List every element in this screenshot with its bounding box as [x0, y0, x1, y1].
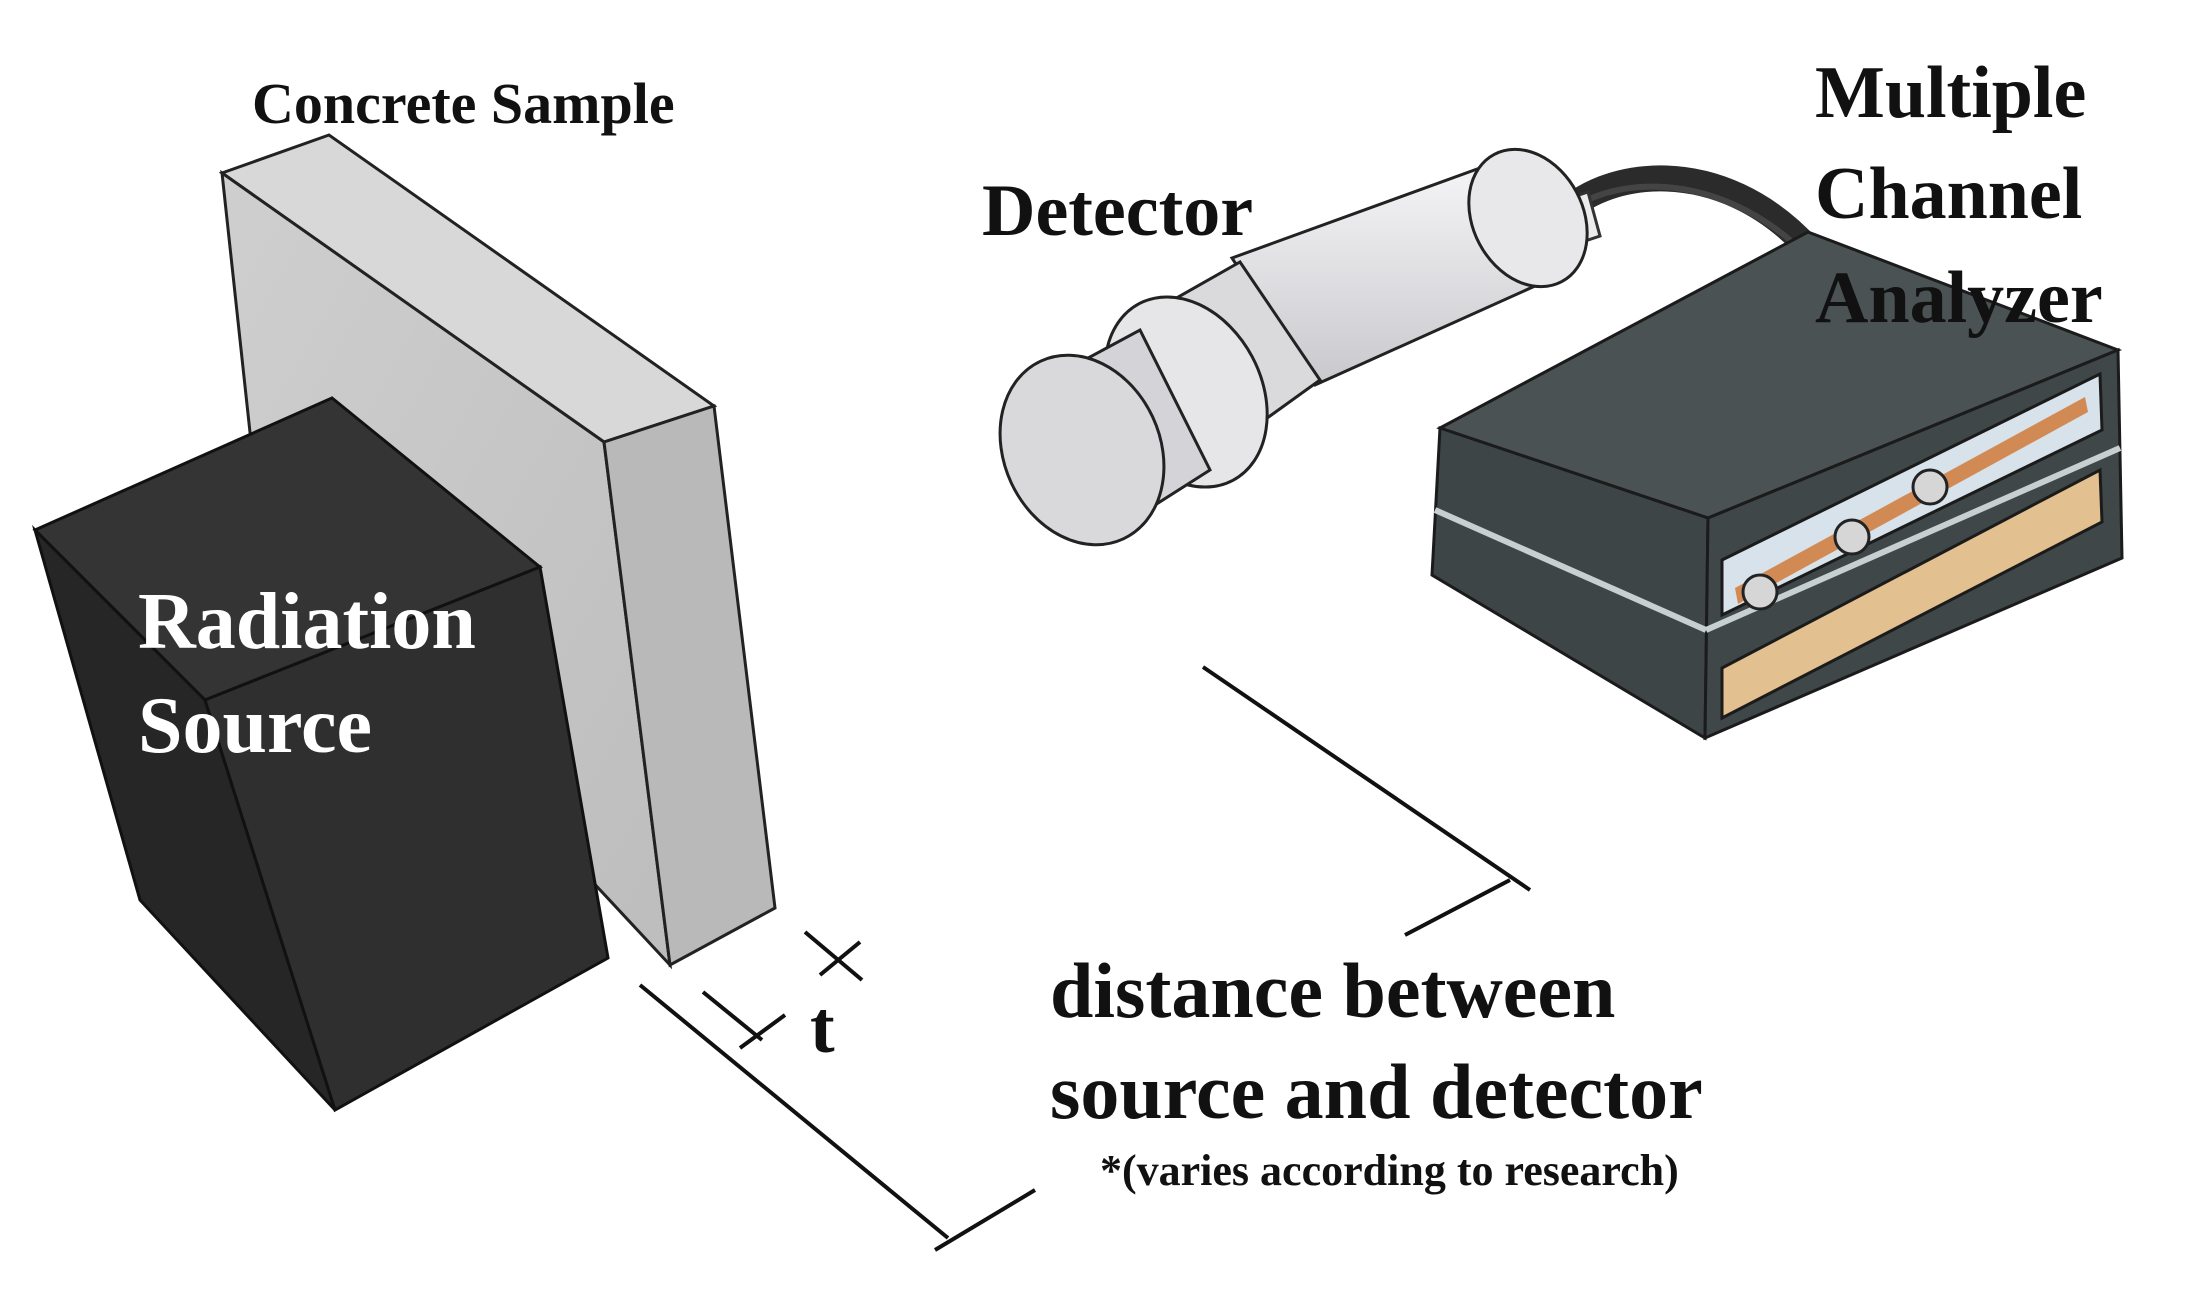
radiation-source-label-line1: Radiation	[138, 578, 476, 666]
detector	[998, 147, 1823, 547]
analyzer-label-line3: Analyzer	[1815, 257, 2103, 339]
analyzer-lower-slot	[1720, 467, 2104, 721]
source-side-face	[203, 564, 610, 1113]
detector-body-back-cap	[1467, 147, 1589, 289]
distance-dimension-line	[638, 983, 950, 1240]
analyzer-knob-1	[1741, 573, 1779, 611]
thickness-tick-right	[818, 940, 862, 977]
distance-dimension-line-detector	[1201, 665, 1532, 892]
distance-tick-detector	[1404, 878, 1511, 937]
radiation-source-box	[31, 396, 610, 1113]
radiation-source-label-line2: Source	[138, 682, 372, 770]
analyzer-knob-2	[1833, 518, 1871, 556]
analyzer-divider-left	[1433, 507, 1708, 633]
distance-note: *(varies according to research)	[1100, 1146, 1679, 1195]
distance-label-line1: distance between	[1050, 947, 1615, 1034]
thickness-line-right	[803, 930, 864, 982]
thickness-line	[701, 990, 764, 1042]
analyzer-upper-rail	[1735, 397, 2088, 604]
multiple-channel-analyzer	[1430, 230, 2124, 741]
concrete-side-face	[602, 404, 777, 968]
distance-tick-source	[933, 1188, 1037, 1252]
analyzer-label-line2: Channel	[1815, 153, 2082, 235]
dimension-lines	[638, 665, 1532, 1252]
analyzer-knob-3	[1911, 468, 1949, 506]
detector-front-face	[998, 353, 1166, 547]
distance-label-line2: source and detector	[1050, 1048, 1703, 1135]
thickness-tick-left	[738, 1013, 787, 1050]
detector-label: Detector	[982, 170, 1253, 252]
analyzer-label-line1: Multiple	[1815, 52, 2086, 134]
thickness-label: t	[810, 987, 835, 1069]
concrete-sample-label: Concrete Sample	[252, 71, 675, 136]
